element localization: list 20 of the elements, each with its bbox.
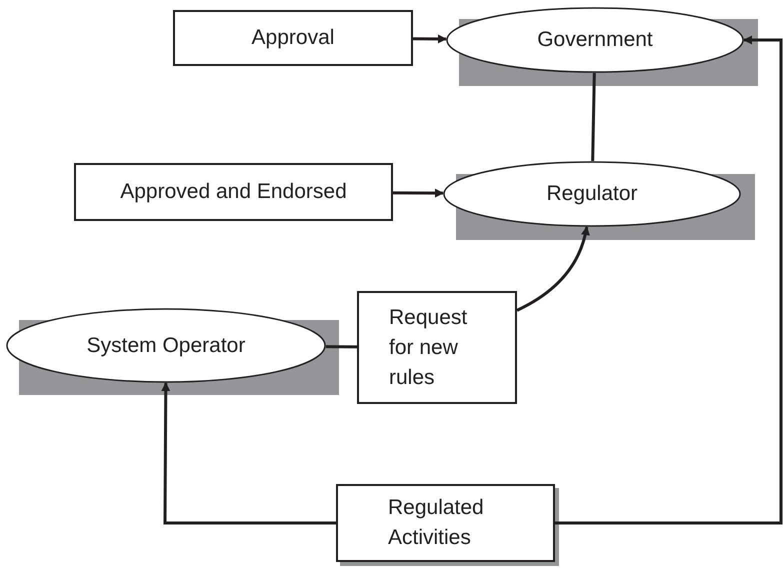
node-label: Approval [252,25,334,51]
node-label: Approved and Endorsed [120,179,347,205]
process-box [173,10,413,66]
node-label: Government [537,27,653,53]
ellipse-node [446,7,758,86]
process-box [357,291,517,404]
arrow [392,188,444,198]
node-label: Regulator [546,181,638,207]
connector-line [326,345,358,348]
ellipse-node [6,308,339,395]
arrow [412,34,447,44]
arrow [516,226,590,312]
process-box [74,163,393,221]
node-label: Regulated Activities [388,495,485,551]
ellipse-node [443,161,755,240]
arrow [161,382,336,524]
node-label: Request for new rules [389,304,468,390]
connector-line [591,72,596,162]
arrow [555,36,782,524]
node-label: System Operator [86,332,246,358]
